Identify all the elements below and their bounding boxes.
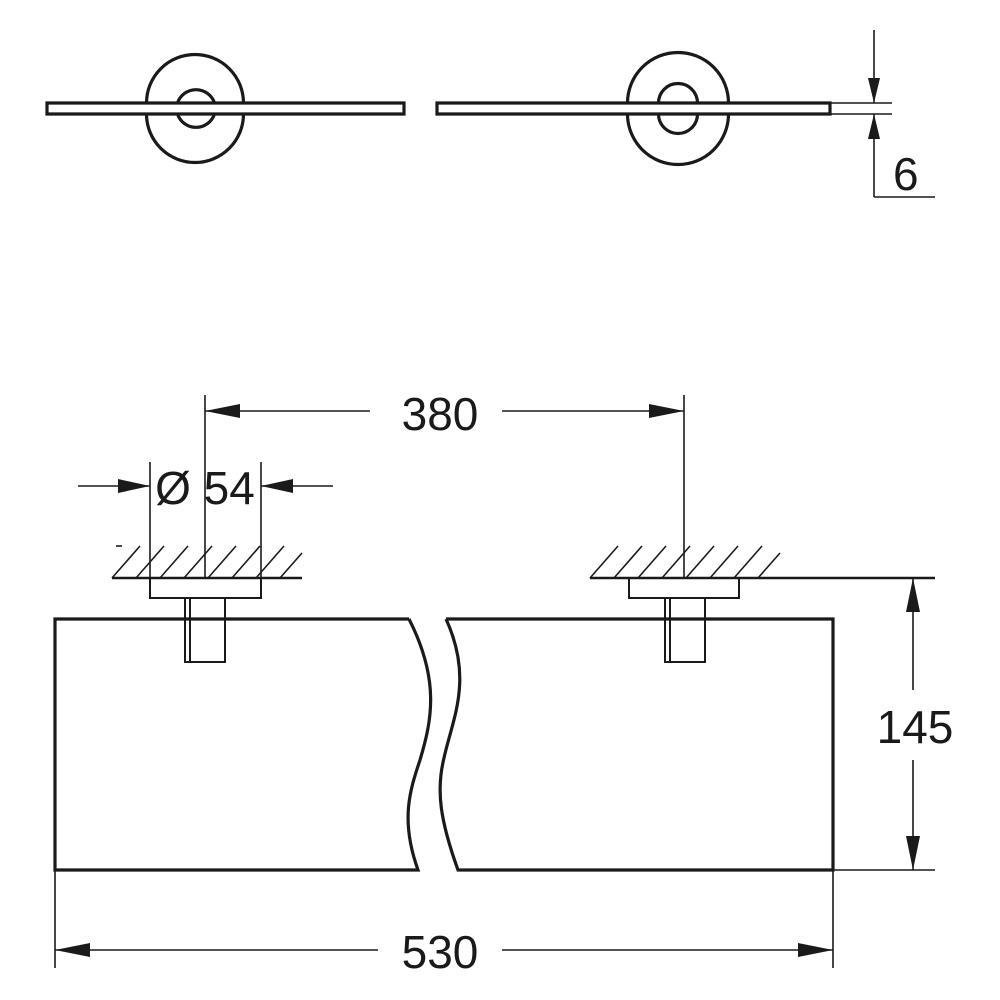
front-view: 380 Ø 54 145 53 bbox=[53, 388, 954, 978]
wall-hatch-left bbox=[111, 545, 303, 580]
shelf-edge-right bbox=[435, 101, 832, 116]
dimension-depth: 145 bbox=[833, 578, 954, 871]
shelf-front-left bbox=[53, 617, 433, 872]
top-view: 6 bbox=[45, 30, 935, 200]
wall-hatch-right bbox=[589, 545, 935, 580]
dimension-label-thickness: 6 bbox=[893, 148, 919, 200]
dimension-label-width: 530 bbox=[402, 926, 479, 978]
mount-rosette-right bbox=[625, 50, 731, 167]
shelf-front-right bbox=[438, 617, 835, 872]
dimension-thickness: 6 bbox=[830, 30, 935, 200]
mount-rosette-left bbox=[144, 52, 246, 165]
dimension-diameter: Ø 54 bbox=[78, 462, 333, 578]
dimension-mount-spacing: 380 bbox=[204, 388, 685, 578]
dimension-label-spacing: 380 bbox=[402, 388, 479, 440]
dimension-overall-width: 530 bbox=[54, 870, 834, 978]
dimension-label-diameter: Ø 54 bbox=[155, 462, 255, 514]
dimension-label-depth: 145 bbox=[877, 701, 954, 753]
shelf-edge-left bbox=[45, 101, 406, 116]
